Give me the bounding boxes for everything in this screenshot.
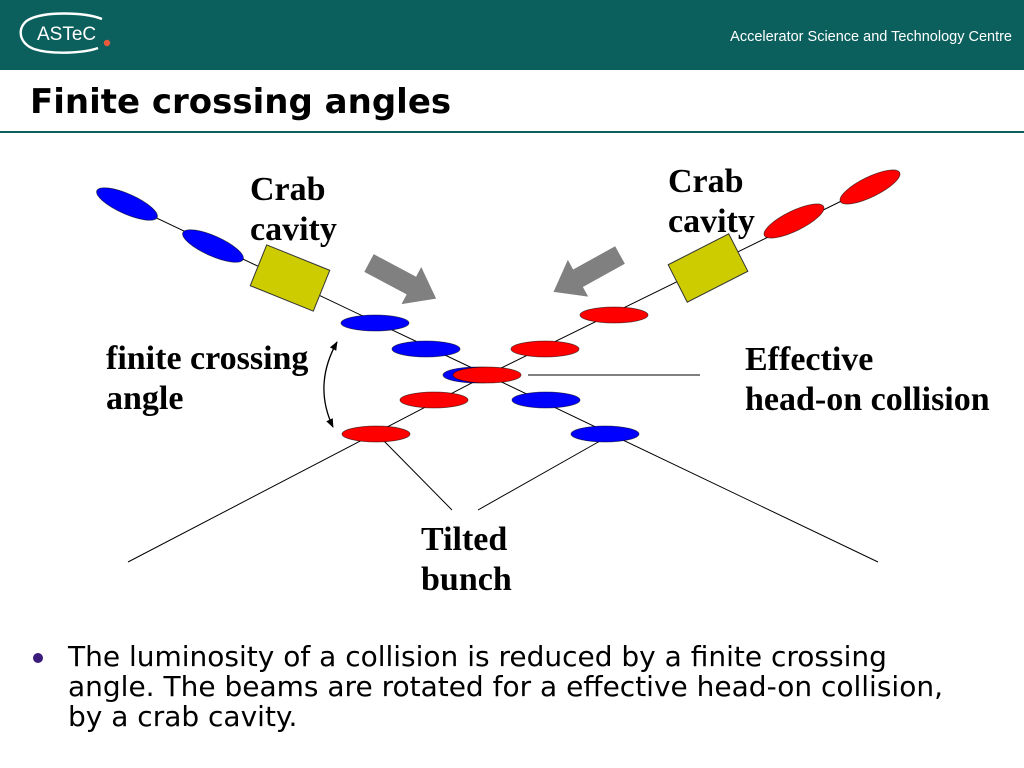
astec-logo: ASTeC [19, 12, 111, 54]
label-crab-cavity-left: Crab cavity [250, 170, 337, 250]
crab-cavity-left [249, 244, 331, 312]
red-bunch-incoming-1 [839, 169, 901, 205]
crab-arrow-right-icon [553, 246, 625, 297]
logo-dot [103, 39, 111, 47]
bullet-dot-icon [33, 653, 43, 663]
label-line: bunch [421, 561, 512, 598]
tilted-bunch-pointer-left [383, 440, 453, 511]
logo-swoosh [19, 12, 103, 54]
red-bunch-outgoing-2 [341, 425, 411, 443]
label-line: Crab [668, 163, 744, 200]
red-bunch-outgoing-1 [399, 391, 469, 409]
label-line: head-on collision [745, 381, 990, 418]
blue-bunch-crabbed-2 [391, 340, 461, 358]
red-bunch-colliding [452, 366, 522, 384]
blue-bunch-incoming-1 [96, 187, 158, 221]
title-divider [0, 131, 1024, 133]
crab-cavity-right [667, 233, 749, 303]
organization-name: Accelerator Science and Technology Centr… [730, 29, 1012, 45]
label-line: cavity [668, 203, 755, 240]
blue-bunch-incoming-2 [182, 229, 244, 263]
label-effective-head-on-collision: Effective head-on collision [745, 340, 990, 420]
header-bar: ASTeC Accelerator Science and Technology… [0, 0, 1024, 70]
label-line: Tilted [421, 521, 508, 558]
slide-title: Finite crossing angles [30, 82, 452, 122]
crab-arrow-left-icon [364, 254, 437, 305]
red-bunch-crabbed-1 [579, 306, 649, 324]
label-tilted-bunch: Tilted bunch [421, 520, 512, 600]
label-line: Effective [745, 341, 874, 378]
label-finite-crossing-angle: finite crossing angle [106, 339, 308, 419]
logo-text: ASTeC [37, 24, 96, 45]
blue-bunch-outgoing-1 [511, 391, 581, 409]
bullet-text: The luminosity of a collision is reduced… [68, 640, 943, 733]
crossing-angle-double-arrow-icon [323, 341, 338, 428]
label-line: finite crossing [106, 340, 309, 377]
label-line: Crab [250, 171, 326, 208]
blue-bunch-crabbed-1 [340, 314, 410, 332]
blue-bunch-outgoing-2 [570, 425, 640, 443]
tilted-bunch-pointer-right [477, 440, 601, 511]
red-bunch-incoming-2 [763, 203, 825, 239]
label-line: cavity [250, 211, 337, 248]
label-crab-cavity-right: Crab cavity [668, 162, 755, 242]
label-line: angle [106, 380, 184, 417]
red-bunch-crabbed-2 [510, 340, 580, 358]
